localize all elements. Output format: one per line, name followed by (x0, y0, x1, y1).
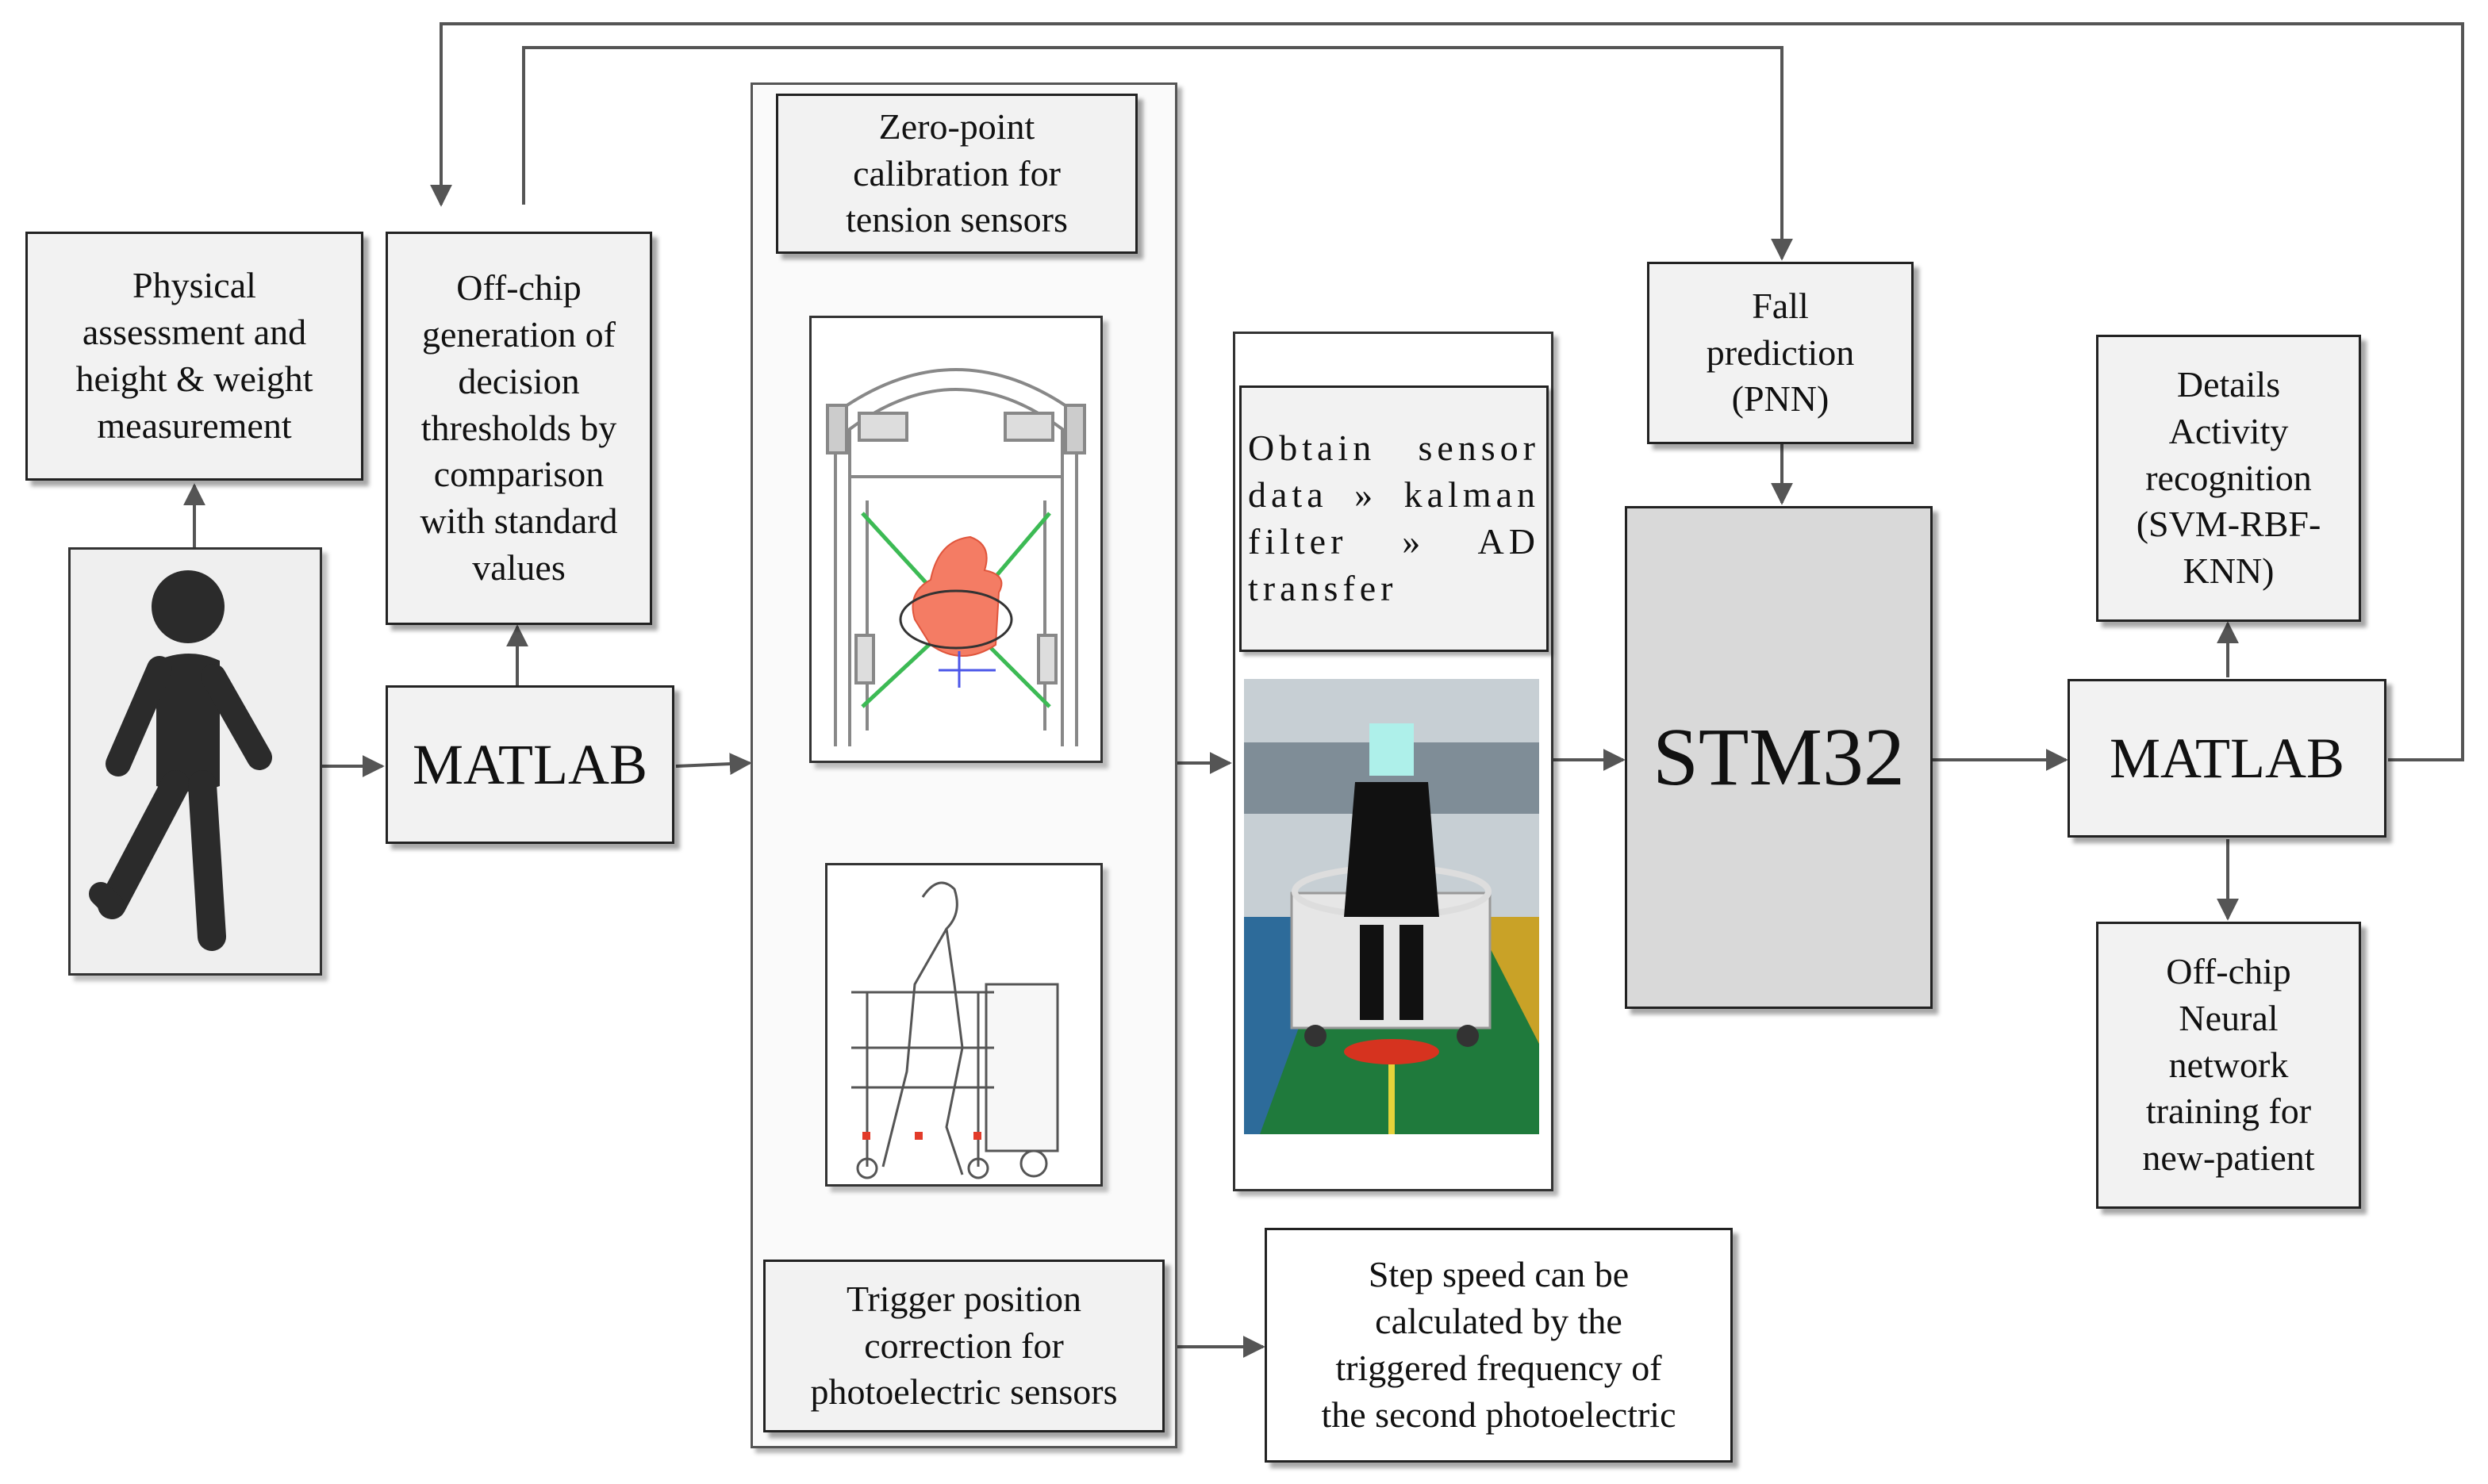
zero-point-box: Zero-point calibration for tension senso… (776, 94, 1138, 254)
physical-assessment-box: Physical assessment and height & weight … (25, 232, 363, 481)
details-activity-box: Details Activity recognition (SVM-RBF- K… (2096, 335, 2361, 622)
stm32-box: STM32 (1625, 506, 1933, 1009)
matlab-right-box: MATLAB (2068, 679, 2386, 838)
walker-top-view-drawing (826, 368, 1086, 746)
step-speed-label: Step speed can be calculated by the trig… (1321, 1254, 1676, 1435)
details-activity-label: Details Activity recognition (SVM-RBF- K… (2136, 363, 2321, 592)
offchip-thresholds-label: Off-chip generation of decision threshol… (420, 267, 618, 589)
matlab-left-box: MATLAB (386, 685, 674, 844)
step-speed-box: Step speed can be calculated by the trig… (1265, 1228, 1733, 1463)
walker-side-view-card (825, 863, 1103, 1187)
zero-point-label: Zero-point calibration for tension senso… (846, 105, 1068, 240)
physical-assessment-label: Physical assessment and height & weight … (75, 265, 313, 446)
fall-prediction-box: Fall prediction (PNN) (1647, 262, 1914, 444)
offchip-nn-label: Off-chip Neural network training for new… (2142, 950, 2315, 1179)
offchip-nn-box: Off-chip Neural network training for new… (2096, 922, 2361, 1209)
walker-side-view-drawing (851, 881, 1059, 1179)
arrow-matlab-to-panel (675, 753, 752, 776)
obtain-sensor-box: Obtain sensor data » kalman filter » AD … (1239, 385, 1549, 652)
patient-photo-frame (1244, 679, 1539, 1134)
matlab-left-label: MATLAB (412, 732, 647, 796)
walking-person-card (68, 547, 322, 976)
trigger-position-box: Trigger position correction for photoele… (763, 1260, 1165, 1432)
walking-person-icon (89, 570, 272, 951)
fall-prediction-label: Fall prediction (PNN) (1706, 285, 1855, 420)
walker-top-view-card (809, 316, 1103, 763)
offchip-thresholds-box: Off-chip generation of decision threshol… (386, 232, 652, 625)
sensor-calibration-panel (751, 82, 1177, 1448)
stm32-label: STM32 (1653, 711, 1905, 803)
patient-walker-photo (1244, 679, 1539, 1134)
trigger-position-label: Trigger position correction for photoele… (810, 1278, 1118, 1413)
matlab-right-label: MATLAB (2109, 726, 2344, 790)
obtain-sensor-label: Obtain sensor data » kalman filter » AD … (1248, 428, 1540, 608)
